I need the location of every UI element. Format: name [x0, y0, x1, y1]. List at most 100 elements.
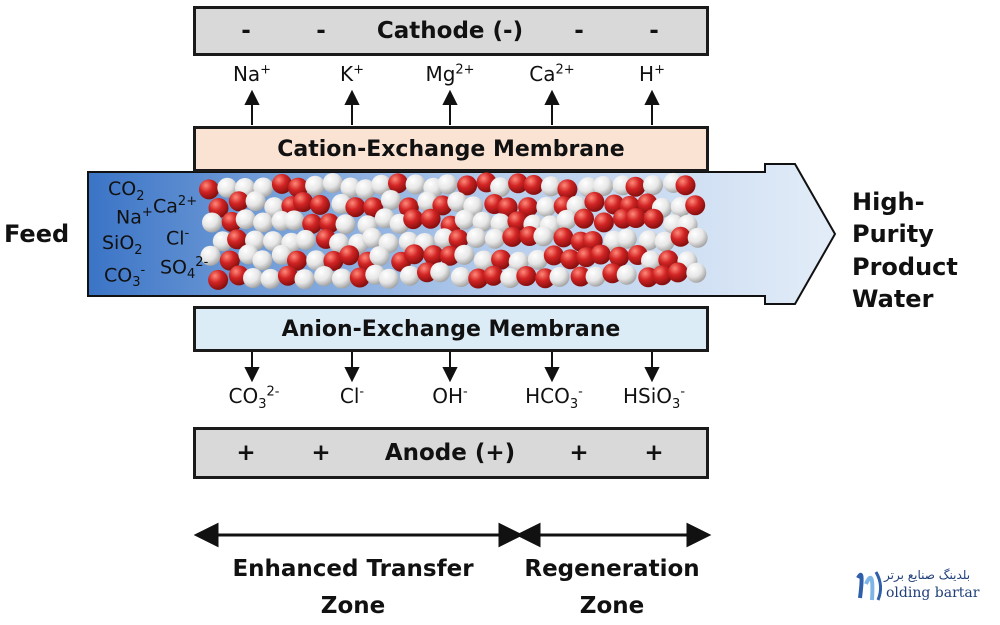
resin-bead: [483, 265, 504, 286]
cation-exchange-membrane: Cation-Exchange Membrane: [193, 126, 709, 172]
anion-co3: CO32-: [228, 384, 280, 412]
resin-bead: [319, 213, 340, 234]
resin-bead: [271, 244, 292, 265]
feed-ion-sio2: SiO2: [102, 232, 143, 258]
feed-ion-co3: CO3-: [104, 263, 146, 291]
anion-oh: OH-: [432, 384, 468, 408]
resin-bead: [686, 262, 707, 283]
resin-bead: [345, 197, 366, 218]
resin-bead: [543, 245, 564, 266]
resin-bead: [200, 245, 221, 266]
resin-bead: [208, 269, 229, 290]
resin-bead: [625, 208, 646, 228]
anode-electrode: + + Anode (+) + +: [193, 427, 709, 479]
resin-bead: [643, 208, 664, 229]
resin-bead: [556, 209, 577, 230]
resin-bead: [593, 212, 614, 233]
resin-bead: [310, 194, 330, 215]
resin-bead: [295, 229, 316, 250]
resin-bead: [252, 250, 273, 271]
resin-bead: [314, 266, 335, 286]
resin-bead: [625, 176, 646, 197]
cathode-sign: -: [241, 18, 251, 44]
resin-bead: [473, 250, 494, 271]
resin-bead: [468, 268, 489, 289]
resin-bead: [228, 191, 249, 212]
resin-bead: [355, 179, 376, 200]
resin-bead: [585, 266, 606, 287]
resin-bead: [541, 176, 561, 197]
cation-h: H+: [639, 62, 665, 86]
cathode-label: Cathode (-): [376, 18, 524, 44]
resin-bead: [507, 211, 528, 232]
resin-bead: [533, 226, 554, 247]
anion-arrows: [244, 352, 660, 383]
resin-bead: [322, 173, 343, 193]
logo-text-en: olding bartar: [886, 585, 980, 601]
cathode-sign: -: [574, 18, 584, 44]
product-label: High-Purity Product Water: [852, 188, 958, 314]
anode-sign: +: [644, 440, 664, 466]
logo-text-fa: بلدینگ صنایع برتر: [884, 568, 971, 582]
anion-hco3: HCO3-: [525, 384, 583, 412]
resin-bead: [590, 244, 611, 265]
resin-bead: [593, 176, 614, 196]
resin-bead: [616, 264, 637, 285]
feed-label: Feed: [4, 220, 70, 248]
anion-cl: Cl-: [339, 384, 365, 408]
resin-bead: [472, 211, 493, 232]
resin-bead: [405, 174, 426, 195]
enhanced-transfer-zone-label: Enhanced Transfer Zone: [232, 556, 474, 619]
resin-bead: [497, 197, 518, 218]
resin-bead: [490, 213, 511, 234]
resin-bead: [553, 227, 574, 248]
resin-bead: [675, 175, 696, 196]
resin-bead: [448, 229, 469, 250]
resin-bead: [306, 250, 327, 271]
resin-bead: [574, 208, 594, 229]
resin-bead: [227, 229, 248, 250]
cation-membrane-label: Cation-Exchange Membrane: [277, 136, 625, 162]
resin-bead: [536, 196, 557, 217]
zone-arrows: [193, 522, 712, 548]
resin-bead: [235, 209, 256, 230]
cathode-sign: -: [316, 18, 326, 44]
resin-beads: [199, 172, 708, 290]
resin-bead: [447, 191, 468, 212]
resin-bead: [652, 265, 673, 286]
resin-bead: [219, 250, 240, 271]
resin-bead: [371, 174, 392, 195]
resin-bead: [379, 268, 399, 289]
cation-ca: Ca2+: [529, 62, 575, 86]
resin-bead: [502, 226, 523, 247]
resin-bead: [434, 228, 455, 249]
resin-bead: [245, 191, 266, 212]
resin-bead: [380, 190, 401, 210]
feed-ion-cl: Cl-: [166, 226, 190, 250]
resin-bead: [339, 245, 360, 266]
resin-bead: [217, 177, 238, 198]
anode-label: Anode (+): [384, 440, 516, 466]
resin-bead: [519, 226, 540, 246]
resin-bead: [403, 209, 424, 230]
cation-na: Na+: [232, 62, 272, 86]
feed-ion-ca: Ca2+: [153, 194, 198, 218]
anode-sign: +: [569, 440, 589, 466]
resin-bead: [454, 209, 475, 230]
resin-bead: [335, 214, 356, 235]
resin-bead: [638, 230, 659, 251]
resin-bead: [518, 197, 539, 218]
resin-bead: [685, 195, 706, 216]
resin-bead: [253, 212, 274, 233]
resin-bead: [331, 268, 352, 289]
cation-arrows: [244, 89, 660, 125]
feed-ion-co2: CO2: [108, 178, 145, 204]
logo-mark: [856, 571, 883, 601]
resin-bead: [430, 262, 451, 283]
resin-bead: [654, 231, 675, 252]
resin-bead: [457, 175, 478, 196]
resin-bead: [643, 175, 663, 196]
resin-bead: [454, 244, 475, 265]
resin-bead: [293, 192, 314, 212]
